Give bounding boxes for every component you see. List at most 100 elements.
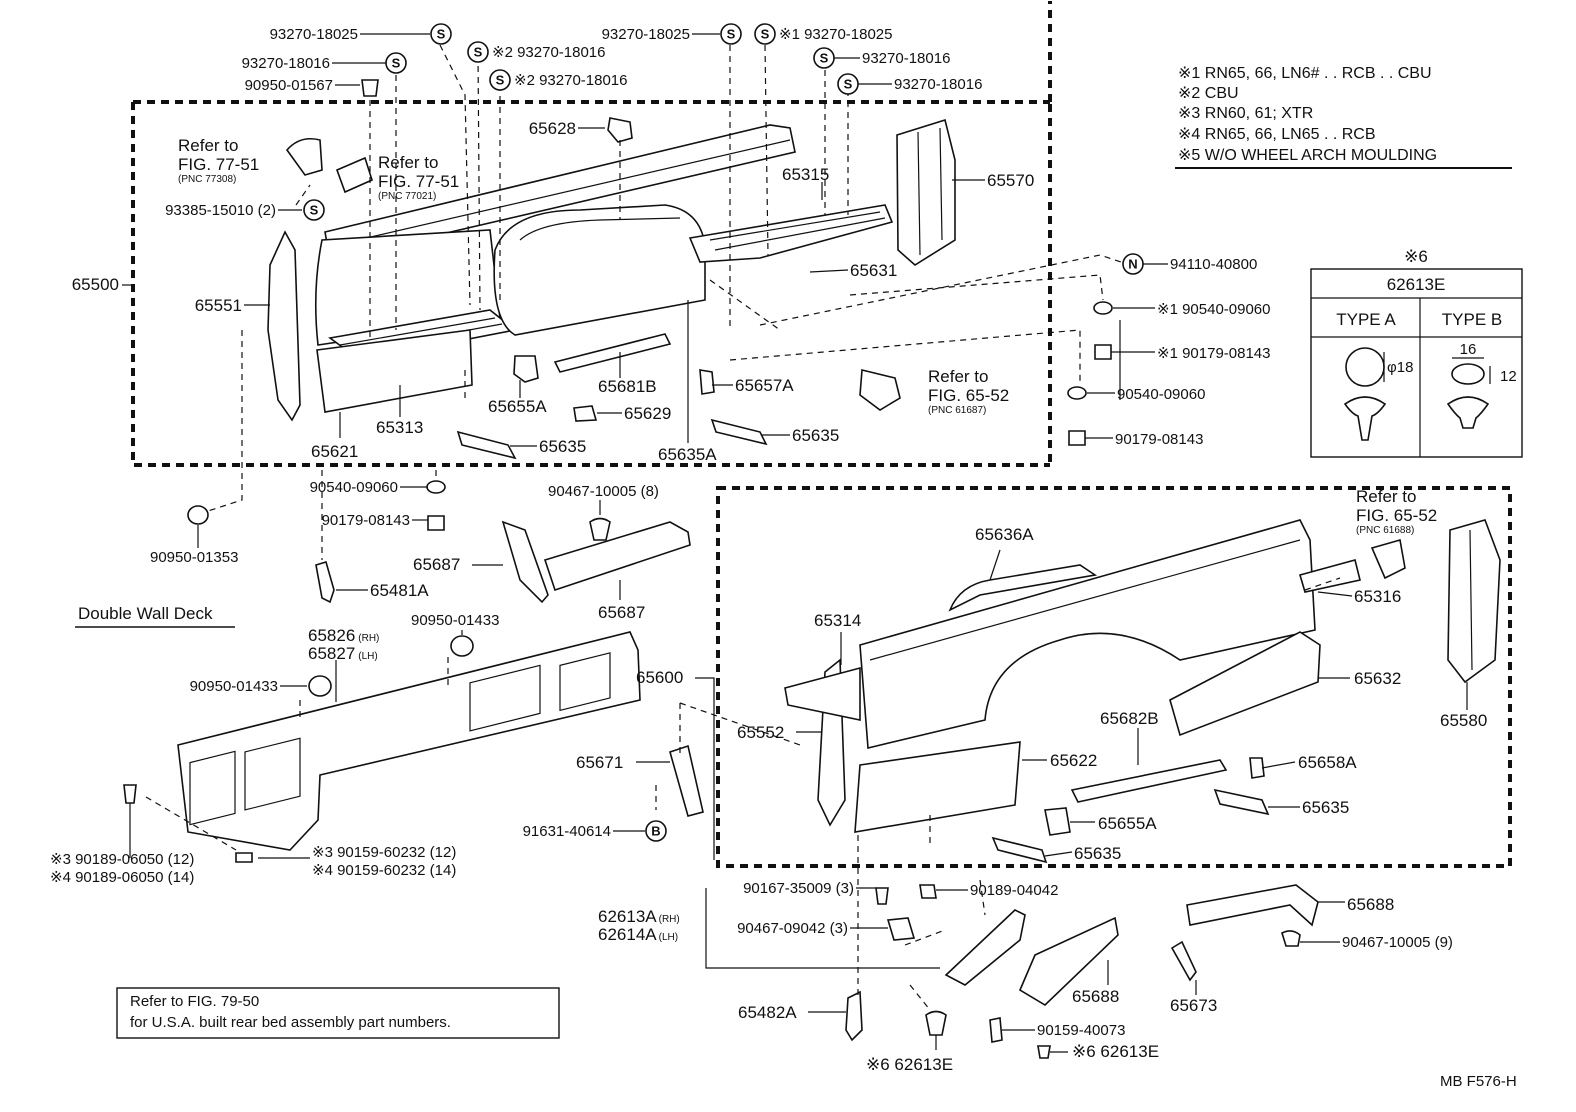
svg-text:(PNC 61687): (PNC 61687)	[928, 405, 986, 416]
svg-text:Refer to: Refer to	[378, 153, 438, 172]
part-label: ※3 90159-60232 (12)	[312, 844, 456, 861]
part-label: ※1 93270-18025	[779, 26, 893, 43]
clip-table-part: 62613E	[1387, 275, 1446, 294]
screw-90167-35009-icon	[875, 887, 889, 905]
part-label: 65655A	[488, 397, 547, 416]
note-3: ※3 RN60, 61; XTR	[1178, 105, 1313, 122]
section-title: Double Wall Deck	[78, 604, 213, 623]
clip-type-b-height: 12	[1500, 368, 1517, 385]
symbol-n: N	[1122, 253, 1144, 275]
svg-text:S: S	[727, 27, 736, 42]
part-label: ※2 93270-18016	[514, 72, 628, 89]
plate-65635-lower-right-drawing	[1213, 788, 1270, 816]
part-label: 93270-18025	[602, 26, 690, 43]
part-label: 65500	[72, 275, 119, 294]
part-label: ※2 93270-18016	[492, 44, 606, 61]
part-label: 65631	[850, 261, 897, 280]
side-panel-65621-drawing	[316, 329, 473, 413]
symbol-s-3: S	[467, 41, 489, 63]
part-label: 90950-01433	[411, 612, 499, 629]
side-rail-65636a-drawing	[948, 564, 1098, 612]
part-label: 65628	[529, 119, 576, 138]
part-label: 90950-01353	[150, 549, 238, 566]
panel-65622-drawing	[854, 741, 1021, 833]
svg-text:S: S	[310, 203, 319, 218]
part-label: 65682B	[1100, 709, 1159, 728]
washer-90540-icon	[1067, 386, 1087, 400]
notes-block: ※1 RN65, 66, LN6# . . RCB . . CBU ※2 CBU…	[1175, 65, 1512, 169]
part-label: 65315	[782, 165, 829, 184]
symbol-s-6: S	[754, 23, 776, 45]
part-label: 90179-08143	[322, 512, 410, 529]
part-label: ※6 62613E	[866, 1055, 953, 1074]
washer-90540-09060-upper-icon	[426, 480, 446, 494]
part-label: 93270-18016	[894, 76, 982, 93]
part-label: ※6 62613E	[1072, 1042, 1159, 1061]
part-label: 90950-01567	[245, 77, 333, 94]
grommet-90950-01433-b-icon	[450, 635, 474, 657]
floor-section-right-drawing	[688, 204, 894, 263]
hook-65673-drawing	[1170, 940, 1197, 982]
clip-table-border	[1310, 268, 1523, 458]
part-label: 65657A	[735, 376, 794, 395]
svg-text:N: N	[1128, 257, 1137, 272]
screw-90159-40073-icon	[989, 1017, 1003, 1043]
part-label: 65688	[1347, 895, 1394, 914]
footnote-line-2: for U.S.A. built rear bed assembly part …	[130, 1014, 451, 1031]
part-label: 90540-09060	[310, 479, 398, 496]
part-label: ※4 90159-60232 (14)	[312, 862, 456, 879]
part-label: 65552	[737, 723, 784, 742]
bracket-62613a-drawing	[944, 909, 1026, 986]
clip-77021-drawing	[335, 156, 373, 194]
clip-type-b-body-icon	[1446, 396, 1490, 429]
part-label-65826: 65826(RH)	[308, 626, 379, 645]
part-label: 90159-40073	[1037, 1022, 1125, 1039]
part-label: 94110-40800	[1170, 256, 1257, 273]
note-1: ※1 RN65, 66, LN6# . . RCB . . CBU	[1178, 65, 1432, 82]
symbol-s-8: S	[837, 73, 859, 95]
part-label: 90467-10005 (9)	[1342, 934, 1453, 951]
symbol-s-7: S	[813, 47, 835, 69]
upright-65551-drawing	[267, 230, 301, 422]
bracket-65658a-drawing	[1249, 757, 1265, 779]
clip-type-b-width: 16	[1460, 341, 1477, 358]
hook-65482a-drawing	[845, 990, 863, 1042]
part-label: 65482A	[738, 1003, 797, 1022]
part-label: 65671	[576, 753, 623, 772]
svg-text:FIG. 65-52: FIG. 65-52	[928, 386, 1009, 405]
symbol-s-9: S	[303, 199, 325, 221]
svg-text:S: S	[437, 27, 446, 42]
part-label: 93385-15010 (2)	[165, 202, 276, 219]
part-label: 65622	[1050, 751, 1097, 770]
part-label: 93270-18025	[270, 26, 358, 43]
upper-assembly-frame	[131, 1, 1052, 467]
plate-65635-left-drawing	[456, 430, 517, 460]
lower-assembly-frame	[716, 486, 1512, 868]
part-label: 65687	[413, 555, 460, 574]
brace-65570-drawing	[896, 118, 956, 266]
svg-text:S: S	[820, 51, 829, 66]
strip-65681b-drawing	[553, 333, 672, 373]
clip-90467-10005-9-icon	[1281, 930, 1301, 947]
bracket-65657a-drawing	[699, 369, 715, 395]
clip-type-a-dim: φ18	[1387, 359, 1413, 376]
part-label: 65313	[376, 418, 423, 437]
brace-65580-drawing	[1447, 519, 1501, 684]
svg-text:FIG. 77-51: FIG. 77-51	[378, 172, 459, 191]
bracket-ref-6552b-drawing	[1370, 538, 1406, 580]
svg-text:Refer to: Refer to	[928, 367, 988, 386]
mud-flap-65687-left-drawing	[501, 520, 549, 604]
part-label: 65600	[636, 668, 683, 687]
clip-type-a-head-icon	[1345, 347, 1385, 387]
part-label: 93270-18016	[862, 50, 950, 67]
symbol-s-2: S	[385, 52, 407, 74]
bracket-ref-6552-drawing	[859, 369, 901, 411]
svg-text:(PNC 61688): (PNC 61688)	[1356, 525, 1414, 536]
footnote-box	[116, 987, 560, 1039]
part-label: ※4 90189-06050 (14)	[50, 869, 194, 886]
part-label: 90179-08143	[1115, 431, 1203, 448]
part-label: 65621	[311, 442, 358, 461]
clip-type-a-body-icon	[1343, 396, 1387, 441]
clip-type-b-label: TYPE B	[1442, 310, 1502, 329]
